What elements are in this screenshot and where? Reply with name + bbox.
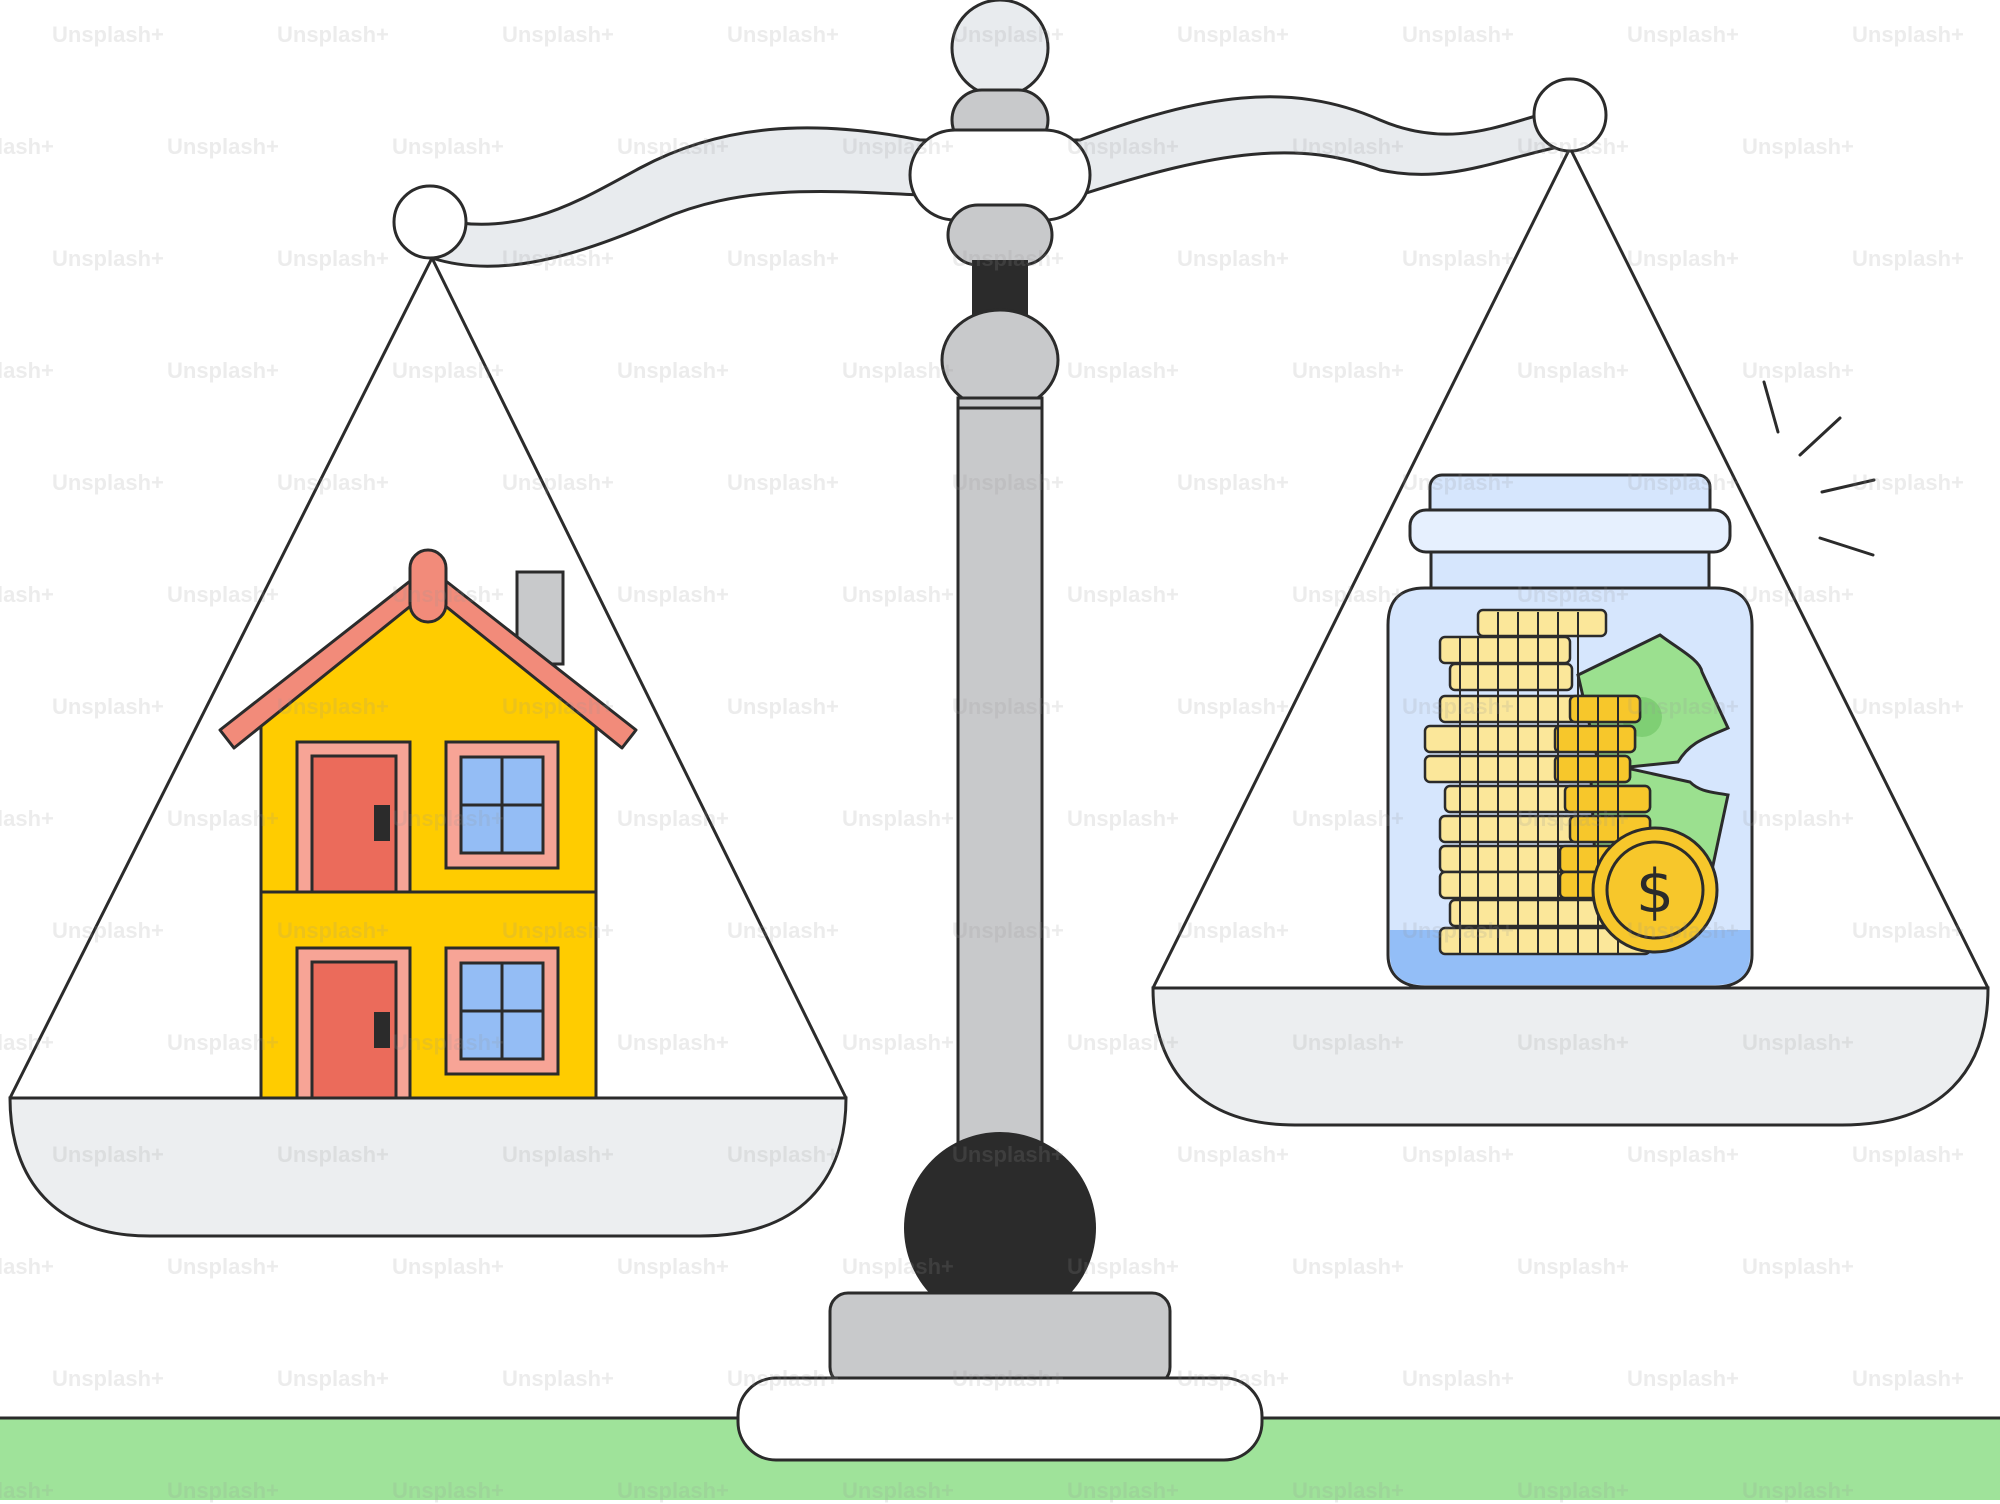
scale-pillar [956, 406, 1044, 1150]
counterweight [904, 1132, 1096, 1324]
scale-base-upper [828, 1291, 1172, 1387]
house-icon [218, 548, 638, 1100]
sparkle-lines [1762, 380, 1876, 557]
right-pan-assembly: $ [1151, 147, 1990, 1127]
scale-base-lower [736, 1376, 1264, 1462]
money-jar-icon: $ [1386, 473, 1754, 989]
balance-scale-icon [392, 0, 1608, 1462]
dollar-coin-icon: $ [1591, 826, 1719, 954]
right-pan [1151, 986, 1990, 1127]
dollar-symbol: $ [1636, 857, 1674, 927]
left-pan-assembly [8, 257, 848, 1238]
left-pan [8, 1096, 848, 1238]
